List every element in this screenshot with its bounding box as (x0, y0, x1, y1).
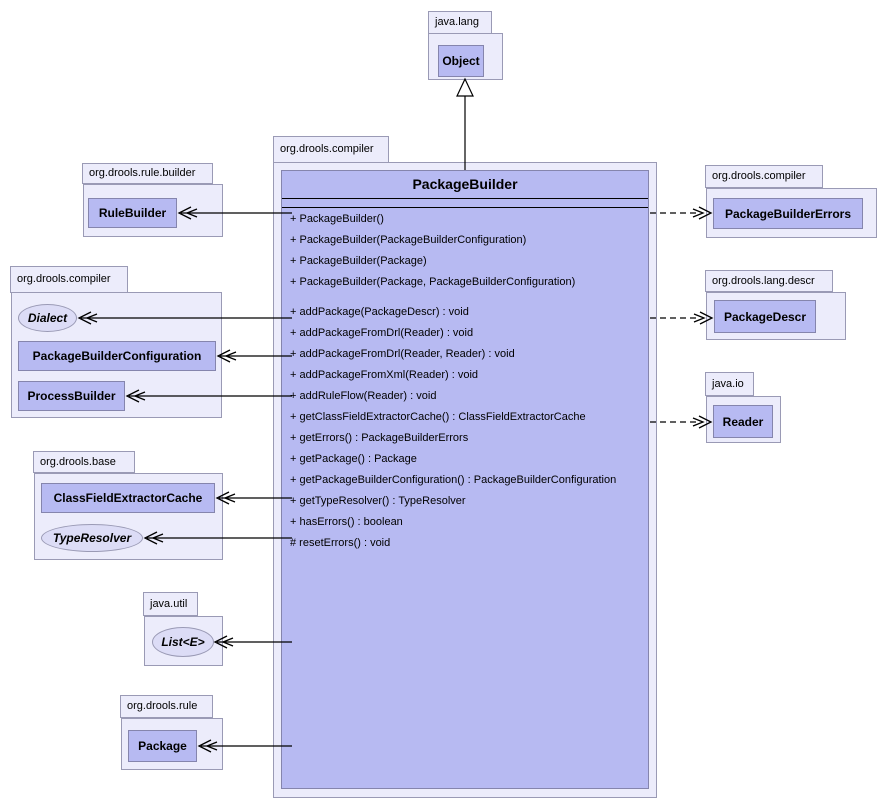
constructor-row: + PackageBuilder(Package, PackageBuilder… (290, 276, 576, 288)
method-row: + addRuleFlow(Reader) : void (290, 390, 437, 402)
method-row: # resetErrors() : void (290, 537, 391, 549)
package-tab-rule-builder: org.drools.rule.builder (82, 163, 213, 184)
class-name-label: Object (442, 54, 480, 68)
method-row: + getPackage() : Package (290, 453, 417, 465)
package-name: java.io (712, 377, 744, 390)
interface-node-typeresolver[interactable]: TypeResolver (41, 524, 143, 552)
package-name: org.drools.rule (127, 700, 198, 712)
class-name-label: Reader (722, 414, 764, 429)
class-node-object[interactable]: Object (438, 45, 484, 77)
package-name: java.lang (435, 16, 480, 28)
package-tab-java-util: java.util (143, 592, 198, 616)
class-node-packagebuilderconfiguration[interactable]: PackageBuilderConfiguration (18, 341, 216, 371)
method-row: + getPackageBuilderConfiguration() : Pac… (290, 474, 617, 486)
package-tab-java-lang: java.lang (428, 11, 492, 34)
class-name-label: PackageDescr (723, 309, 807, 324)
package-tab-rule: org.drools.rule (120, 695, 213, 718)
interface-node-dialect[interactable]: Dialect (18, 304, 77, 332)
method-row: + addPackageFromXml(Reader) : void (290, 369, 478, 381)
class-name-label: PackageBuilderErrors (724, 206, 852, 221)
edge-dependency-packagedescr (650, 311, 714, 325)
package-tab-compiler-left: org.drools.compiler (10, 266, 128, 293)
package-name: org.drools.compiler (280, 143, 374, 155)
package-tab-java-io: java.io (705, 372, 754, 396)
hollow-triangle-arrowhead (456, 77, 474, 97)
class-node-packagebuilder[interactable]: PackageBuilder + PackageBuilder() + Pack… (281, 170, 649, 789)
methods-compartment: + PackageBuilder() + PackageBuilder(Pack… (282, 208, 648, 554)
interface-name-label: Dialect (27, 311, 68, 325)
class-name-label: RuleBuilder (98, 206, 167, 220)
edge-dependency-packagebuildererrors (650, 206, 713, 220)
class-node-classfieldextractorcache[interactable]: ClassFieldExtractorCache (41, 483, 215, 513)
interface-name-label: List<E> (161, 635, 205, 649)
class-name-label: PackageBuilderConfiguration (32, 349, 202, 363)
edge-generalization-object (456, 77, 474, 170)
class-node-reader[interactable]: Reader (713, 405, 773, 438)
method-row: + addPackageFromDrl(Reader) : void (290, 327, 474, 339)
class-node-packagebuildererrors[interactable]: PackageBuilderErrors (713, 198, 863, 229)
interface-name-label: TypeResolver (52, 531, 132, 545)
constructor-row: + PackageBuilder() (290, 213, 384, 225)
method-row: + getTypeResolver() : TypeResolver (290, 495, 466, 507)
class-node-packagedescr[interactable]: PackageDescr (714, 300, 816, 333)
method-row: + addPackageFromDrl(Reader, Reader) : vo… (290, 348, 515, 360)
method-row: + getClassFieldExtractorCache() : ClassF… (290, 411, 586, 423)
package-name: org.drools.rule.builder (89, 167, 196, 179)
constructor-row: + PackageBuilder(PackageBuilderConfigura… (290, 234, 527, 246)
class-name-label: Package (138, 739, 187, 753)
method-row: + addPackage(PackageDescr) : void (290, 306, 469, 318)
package-tab-lang-descr: org.drools.lang.descr (705, 270, 833, 292)
class-name-label: ProcessBuilder (27, 389, 116, 403)
edge-dependency-reader (650, 415, 713, 429)
class-node-package[interactable]: Package (128, 730, 197, 762)
method-group-gap (290, 293, 648, 302)
class-node-rulebuilder[interactable]: RuleBuilder (88, 198, 177, 228)
package-name: org.drools.base (40, 455, 116, 468)
package-name: org.drools.compiler (17, 273, 111, 285)
method-row: + getErrors() : PackageBuilderErrors (290, 432, 469, 444)
method-row: + hasErrors() : boolean (290, 516, 403, 528)
package-tab-compiler-main: org.drools.compiler (273, 136, 389, 163)
package-tab-compiler-right: org.drools.compiler (705, 165, 823, 188)
interface-node-list[interactable]: List<E> (152, 627, 214, 657)
constructor-row: + PackageBuilder(Package) (290, 255, 427, 267)
class-title: PackageBuilder (282, 171, 648, 199)
package-name: java.util (150, 597, 188, 610)
package-name: org.drools.compiler (712, 170, 806, 182)
package-tab-base: org.drools.base (33, 451, 135, 473)
attributes-compartment (282, 199, 648, 208)
package-name: org.drools.lang.descr (712, 274, 815, 287)
class-node-processbuilder[interactable]: ProcessBuilder (18, 381, 125, 411)
class-name-label: ClassFieldExtractorCache (53, 491, 203, 505)
